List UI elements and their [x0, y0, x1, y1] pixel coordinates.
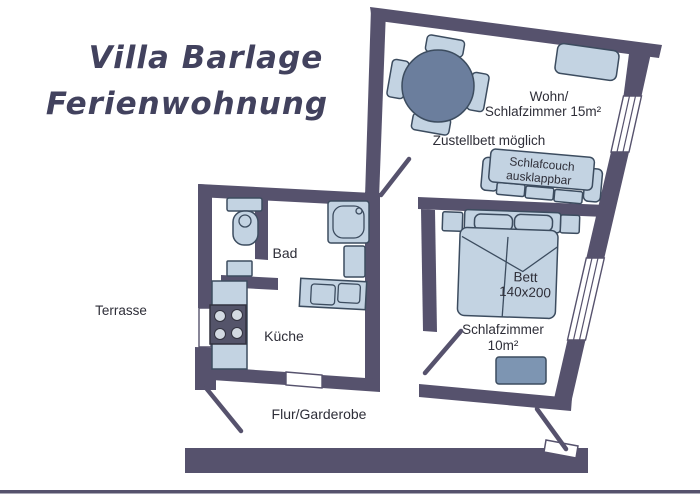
bath-shelf	[226, 260, 253, 277]
sleep-couch: Schlafcouch ausklappbar	[480, 148, 604, 205]
wall-right-upper	[623, 44, 653, 96]
wall-bath-left	[198, 184, 212, 308]
kitchen-sink-basin	[309, 283, 336, 306]
wall-bedroom-bottom	[419, 384, 572, 411]
window-bedroom-line	[578, 257, 599, 341]
window-livingroom	[610, 95, 643, 153]
windows	[198, 95, 643, 389]
wall-wc-divider	[255, 196, 268, 260]
double-bed: Bett 140x200	[441, 208, 581, 320]
terrace-label: Terrasse	[95, 303, 147, 318]
dining-table	[401, 49, 475, 123]
stove-burner	[214, 328, 226, 340]
livingroom-label-line-2: Schlafzimmer 15m²	[485, 104, 602, 119]
stove-burner	[231, 327, 243, 339]
couch-back	[487, 148, 596, 191]
hallway-label: Flur/Garderobe	[272, 406, 367, 422]
livingroom-note: Zustellbett möglich	[433, 133, 546, 148]
title-line-1: Villa Barlage	[89, 40, 324, 76]
bathroom-label: Bad	[273, 245, 298, 261]
bed-blanket-fold	[461, 235, 559, 273]
bedroom-label-line-2: 10m²	[488, 338, 519, 353]
wall-livingroom-bottom	[418, 197, 606, 217]
shower	[327, 200, 370, 244]
stove-burner	[214, 310, 226, 322]
wall-right-lower	[552, 340, 586, 404]
bed-label-line-2: 140x200	[499, 284, 551, 301]
couch-cushion	[524, 185, 555, 201]
kitchen-label: Küche	[264, 328, 304, 344]
toilet-bowl-detail	[238, 214, 252, 228]
room-labels: Wohn/ Schlafzimmer 15m² Zustellbett mögl…	[95, 89, 602, 422]
window-livingroom-line	[622, 95, 637, 153]
stove-burner	[231, 309, 243, 321]
bath-sink	[343, 245, 366, 278]
toilet-bowl	[232, 210, 259, 246]
shower-drain	[355, 207, 363, 215]
bed-center-seam	[501, 236, 509, 317]
kitchen-sink-counter	[298, 277, 368, 311]
kitchen-sink-top	[298, 277, 368, 311]
wall-kitchen-bottom-left	[212, 367, 286, 385]
door-livingroom-swing	[378, 156, 412, 198]
dresser	[495, 356, 547, 385]
wall-livingroom-left	[365, 8, 386, 199]
couch-label-line-2: ausklappbar	[506, 168, 572, 188]
door-entrance-leaf	[543, 439, 579, 459]
wall-kitchen-bottom-right	[322, 375, 380, 392]
door-bedroom-swing	[422, 328, 464, 376]
bedroom-furniture: Bett 140x200	[441, 208, 581, 385]
livingroom-furniture: Schlafcouch ausklappbar	[386, 34, 620, 205]
livingroom-label-line-1: Wohn/	[530, 89, 569, 104]
bedroom-label-line-1: Schlafzimmer	[462, 322, 544, 337]
wall-top	[370, 7, 662, 58]
wall-south-bar	[185, 448, 588, 473]
bathroom-fixtures	[226, 197, 370, 278]
wall-corner-block	[195, 347, 216, 390]
title-line-2: Ferienwohnung	[46, 86, 328, 122]
couch-cushion	[553, 188, 584, 205]
nightstand	[441, 211, 464, 233]
window-bedroom	[566, 257, 606, 341]
shower-tray	[332, 205, 365, 239]
window-bedroom-line	[572, 257, 593, 341]
window-terrace	[198, 307, 212, 348]
couch-label-line-1: Schlafcouch	[509, 154, 575, 174]
window-livingroom-line	[616, 95, 631, 153]
window-kitchen	[285, 371, 323, 389]
doors	[203, 156, 579, 459]
wall-bedroom-left	[421, 209, 437, 332]
bed-mattress	[456, 226, 559, 320]
bed-label-line-1: Bett	[513, 269, 538, 285]
nightstand	[559, 214, 581, 235]
sideboard	[554, 42, 620, 82]
bottom-border-line	[0, 490, 700, 494]
wall-bath-top	[198, 184, 373, 206]
kitchen-sink-basin	[337, 282, 362, 304]
walls	[0, 7, 700, 494]
toilet-tank	[226, 197, 263, 212]
wall-right-middle	[586, 152, 629, 258]
door-entrance-swing	[534, 406, 569, 452]
door-terrace-swing	[203, 385, 244, 434]
kitchen-fixtures	[209, 277, 368, 370]
